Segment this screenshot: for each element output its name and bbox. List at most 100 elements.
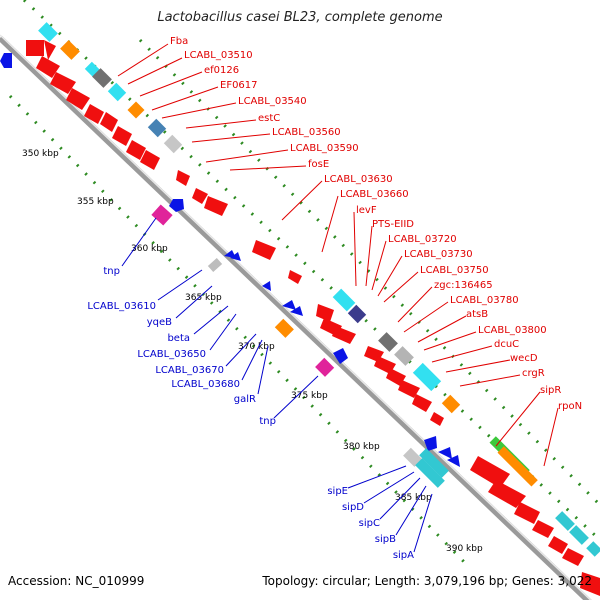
forward-gene-arrow (386, 368, 406, 386)
forward-gene-arrow (66, 88, 90, 110)
reverse-gene-labels: tnp LCABL_03610 yqeB beta LCABL_03650 LC… (87, 266, 414, 561)
reverse-gene-arrow (262, 281, 271, 291)
forward-gene-arrow (562, 548, 584, 566)
gene-label: PTS-EIID (372, 219, 414, 230)
reverse-gene-box (274, 318, 294, 338)
forward-gene-arrow (100, 112, 118, 132)
gene-label: LCABL_03590 (290, 143, 359, 154)
forward-gene-box (347, 304, 367, 324)
gene-label: EF0617 (220, 80, 258, 91)
reverse-gene-arrow (282, 300, 303, 316)
gene-label: fosE (308, 159, 329, 170)
forward-gene-arrow (332, 326, 356, 344)
gene-label: sipA (393, 550, 414, 561)
gene-label: tnp (103, 266, 120, 277)
gene-label: LCABL_03780 (450, 295, 519, 306)
reverse-gene-box (207, 258, 223, 272)
forward-gene-box (586, 541, 600, 557)
forward-gene-box (332, 288, 356, 312)
forward-gene-box (394, 346, 414, 366)
gene-label: sipD (342, 502, 364, 513)
forward-gene-box (92, 68, 112, 88)
gene-label: LCABL_03610 (87, 301, 156, 312)
scale-label: 375 kbp (291, 391, 328, 401)
reverse-gene-arrow (0, 53, 12, 68)
gene-label: LCABL_03660 (340, 189, 409, 200)
scale-guides (8, 0, 600, 570)
forward-gene-arrow (84, 104, 104, 124)
gene-label: tnp (259, 416, 276, 427)
forward-gene-arrow (112, 126, 132, 146)
forward-gene-arrow (252, 240, 276, 260)
forward-gene-arrow (50, 72, 76, 94)
genome-summary: Topology: circular; Length: 3,079,196 bp… (262, 574, 592, 588)
gene-label: LCABL_03680 (171, 379, 240, 390)
forward-gene-arrow (26, 40, 56, 60)
gene-label: LCABL_03800 (478, 325, 547, 336)
forward-gene-arrow (412, 394, 432, 412)
forward-gene-box (107, 82, 127, 102)
gene-label: Fba (170, 36, 188, 47)
accession-label: Accession: NC_010999 (8, 574, 145, 588)
gene-label: LCABL_03540 (238, 96, 307, 107)
map-title: Lactobacillus casei BL23, complete genom… (157, 10, 443, 25)
gene-label: dcuC (494, 339, 519, 350)
gene-label: LCABL_03730 (404, 249, 473, 260)
gene-label: beta (167, 333, 190, 344)
forward-gene-arrow (288, 270, 302, 284)
forward-gene-arrow (514, 502, 540, 524)
gene-label: LCABL_03560 (272, 127, 341, 138)
forward-gene-arrow (488, 480, 526, 508)
scale-label: 365 kbp (185, 293, 222, 303)
forward-gene-box (555, 511, 575, 531)
forward-gene-arrow (192, 188, 208, 204)
gene-label: sipE (327, 486, 348, 497)
reverse-gene-box (419, 448, 449, 478)
forward-gene-arrow (430, 412, 444, 426)
forward-gene-arrow (140, 150, 160, 170)
gene-label: LCABL_03650 (137, 349, 206, 360)
scale-labels: 350 kbp 355 kbp 360 kbp 365 kbp 370 kbp … (22, 149, 483, 554)
forward-gene-box (497, 446, 538, 487)
forward-gene-arrow (580, 572, 600, 596)
scale-label: 355 kbp (77, 197, 114, 207)
gene-label: rpoN (558, 401, 582, 412)
reverse-gene-arrow (424, 436, 437, 451)
genome-backbone (0, 34, 592, 600)
gene-label: LCABL_03670 (155, 365, 224, 376)
reverse-gene-box (315, 357, 335, 377)
scale-label: 360 kbp (131, 244, 168, 254)
reverse-gene-box (415, 458, 445, 488)
forward-gene-arrow (532, 520, 554, 538)
gene-label: zgc:136465 (434, 280, 493, 291)
forward-gene-box (127, 101, 145, 119)
forward-gene-box (60, 40, 80, 60)
scale-label: 370 kbp (238, 342, 275, 352)
forward-gene-box (412, 362, 442, 392)
reverse-gene-arrow (333, 348, 348, 364)
forward-gene-arrow (176, 170, 190, 186)
gene-label: estC (258, 113, 280, 124)
reverse-gene-arrow (438, 447, 460, 467)
scale-label: 380 kbp (343, 442, 380, 452)
scale-label: 385 kbp (395, 493, 432, 503)
forward-gene-arrow (126, 140, 146, 160)
reverse-gene-arrow (224, 250, 241, 261)
reverse-gene-arrow (169, 199, 184, 212)
forward-gene-box (38, 22, 58, 42)
reverse-gene-box (151, 204, 173, 226)
scale-label: 390 kbp (446, 544, 483, 554)
gene-label: LCABL_03720 (388, 234, 457, 245)
forward-callout-lines (117, 43, 559, 467)
reverse-features (0, 53, 460, 488)
forward-gene-arrow (316, 304, 334, 322)
forward-gene-box (378, 332, 398, 352)
forward-gene-box (569, 525, 589, 545)
forward-features (26, 22, 600, 596)
forward-gene-box (441, 394, 461, 414)
gene-label: wecD (510, 353, 538, 364)
gene-label: LCABL_03750 (420, 265, 489, 276)
gene-label: LCABL_03510 (184, 50, 253, 61)
reverse-gene-box (403, 447, 423, 467)
